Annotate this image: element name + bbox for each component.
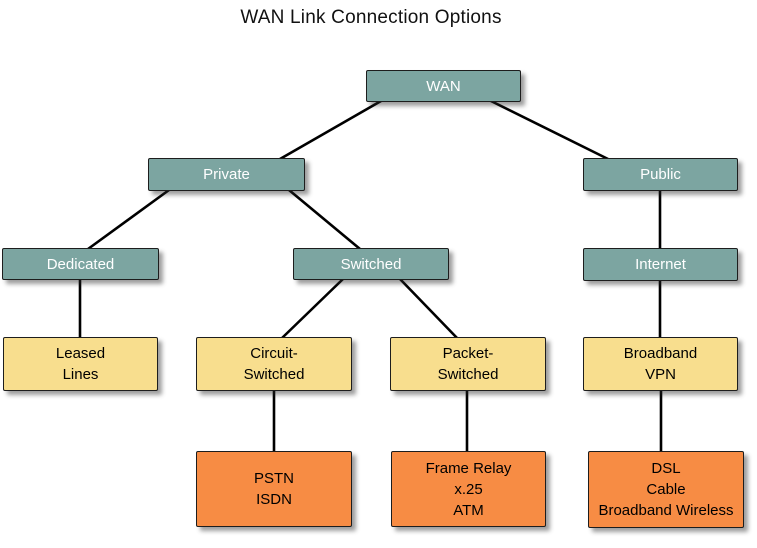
node-internet: Internet [583,248,738,281]
edge-private-dedicated [86,188,171,251]
node-switched: Switched [293,248,449,280]
edge-wan-public [489,99,610,161]
edge-wan-private [278,99,383,161]
node-frame-relay-label-1: Frame Relay [425,459,512,477]
node-broadband-vpn-label-2: VPN [645,366,676,383]
node-packet-switched-label-2: Switched [437,366,499,383]
node-public: Public [583,158,738,191]
node-dedicated-label: Dedicated [46,255,115,273]
node-dsl-label-3: Broadband Wireless [598,502,734,519]
node-dsl-cable-broadband-wireless: DSL Cable Broadband Wireless [588,451,744,528]
node-frame-relay-x25-atm: Frame Relay x.25 ATM [391,451,546,527]
node-packet-switched-label-1: Packet- [442,345,494,362]
edge-switched-packet-switched [398,277,460,341]
node-circuit-switched: Circuit- Switched [196,337,352,391]
node-pstn-isdn: PSTN ISDN [196,451,352,527]
node-switched-label: Switched [340,255,402,273]
node-wan: WAN [366,70,521,102]
node-public-label: Public [640,166,681,183]
node-leased-lines-label-1: Leased [55,345,106,362]
node-internet-label: Internet [635,256,686,273]
diagram-title: WAN Link Connection Options [240,7,502,28]
node-wan-label: WAN [426,77,461,95]
node-pstn-isdn-label-2: ISDN [256,491,292,508]
node-leased-lines-label-2: Lines [62,366,99,383]
node-frame-relay-label-2: x.25 [454,480,483,498]
node-circuit-switched-label-2: Switched [243,366,305,383]
node-private-label: Private [203,166,250,183]
node-broadband-vpn: Broadband VPN [583,337,738,391]
node-broadband-vpn-label-1: Broadband [623,345,698,362]
node-dedicated: Dedicated [2,248,159,280]
edge-switched-circuit-switched [279,277,345,341]
node-pstn-isdn-label-1: PSTN [253,470,294,487]
node-leased-lines: Leased Lines [3,337,158,391]
node-dsl-label-1: DSL [651,460,681,477]
node-circuit-switched-label-1: Circuit- [250,345,298,362]
node-packet-switched: Packet- Switched [390,337,546,391]
node-private: Private [148,158,305,191]
node-dsl-label-2: Cable [646,481,686,498]
node-frame-relay-label-3: ATM [453,501,484,519]
edge-private-switched [287,188,362,251]
